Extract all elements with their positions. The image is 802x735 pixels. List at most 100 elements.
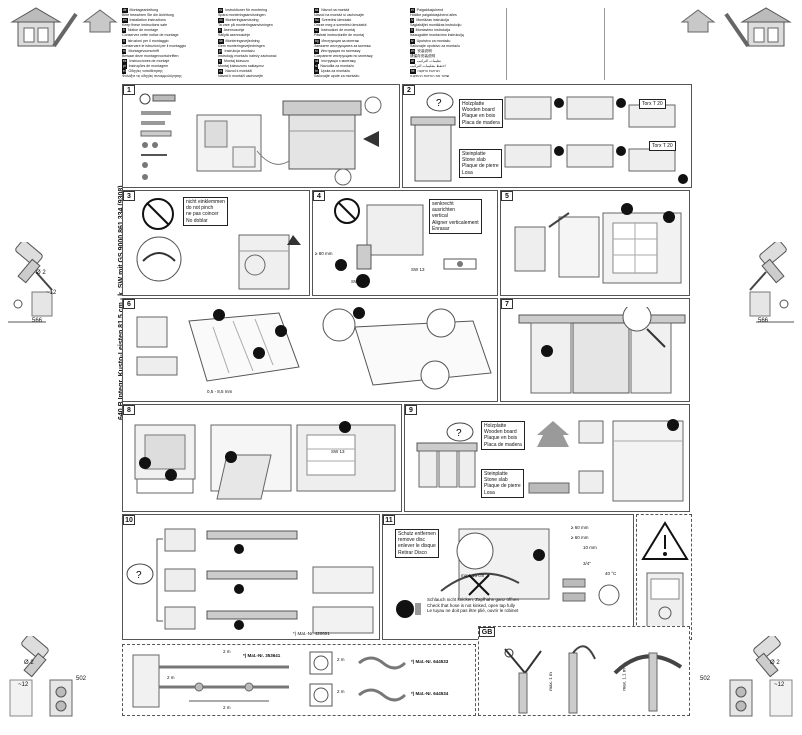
lang-row: Conservez cette notice de montage bbox=[122, 33, 179, 38]
step-5-panel: 5 bbox=[500, 190, 690, 296]
lang-row: Išsaugokite montavimo instrukciją bbox=[410, 33, 464, 38]
step-number: 1 bbox=[123, 85, 135, 95]
lang-row: Ta vare på monteringsanvisningen bbox=[218, 23, 273, 28]
drain-hose-illustration bbox=[504, 645, 683, 714]
dim-bottom-right-depth: ~12 bbox=[774, 682, 785, 688]
step-1-panel: 1 bbox=[122, 84, 400, 188]
lang-row: Hoidke paigaldusjuhend alles bbox=[410, 13, 457, 18]
hose-fittings-icons bbox=[562, 578, 620, 606]
lang-row: احتفظ بتعليمات التركيب bbox=[410, 64, 446, 69]
hose-length-3: 2 m bbox=[167, 675, 175, 680]
stone-slab-callout: Steinplatte Stone slab Plaque de pierre … bbox=[459, 149, 502, 178]
lang-row: Säilytä asennusohje bbox=[218, 33, 251, 38]
hose-length-2: 2 m bbox=[223, 705, 231, 710]
torx-label-1: Torx T 20 bbox=[639, 99, 666, 110]
dim-left-566: 566 bbox=[32, 318, 43, 324]
step-number: 9 bbox=[405, 405, 417, 415]
lang-row: Őrizze meg a szerelési útmutatót bbox=[314, 23, 367, 28]
socket-icon-2 bbox=[309, 683, 333, 707]
door-panel-fitting-illustration bbox=[514, 203, 682, 284]
spec-1: ≥ 60 mm bbox=[571, 525, 589, 530]
question-bubble-icon: ? bbox=[426, 92, 454, 112]
material-number: *) Mat.-Nr. 420601 bbox=[293, 631, 330, 636]
door-opening-illustration bbox=[134, 421, 396, 500]
wood-board-callout: Holzplatte Wooden board Plaque en bois P… bbox=[481, 421, 525, 450]
lang-row: Bewaar deze montagevoorschriften bbox=[122, 53, 179, 58]
lang-row: Sačuvajte upute za montažu bbox=[314, 74, 360, 79]
drain-height-min: max. 1 m bbox=[547, 672, 553, 691]
step-number: 6 bbox=[123, 299, 135, 309]
hose-warning-icon bbox=[396, 600, 421, 618]
stone-slab-callout: Steinplatte Stone slab Plaque de pierre … bbox=[481, 469, 524, 498]
lang-row: Návod na montáž si uschovajte bbox=[314, 13, 364, 18]
lang-row: Păstrați instrucțiunile de montaj bbox=[314, 33, 364, 38]
top-left-cabinet-icon bbox=[10, 7, 78, 48]
hose-guide-illustration bbox=[136, 234, 301, 290]
power-cable-icons bbox=[358, 656, 407, 702]
max-length-label: max. 15 cm bbox=[461, 573, 485, 578]
step-number: 7 bbox=[501, 299, 513, 309]
water-connection-illustration bbox=[440, 528, 550, 600]
accessory-material-2: *) Mat.-Nr. 644533 bbox=[411, 659, 449, 664]
dishwasher-under-counter bbox=[410, 116, 456, 182]
dim-bottom-left-diameter: Ø 2 bbox=[24, 660, 34, 666]
wrench-size-label-2: SW 13 bbox=[411, 267, 425, 272]
spec-4: 3/4" bbox=[583, 561, 591, 566]
drill-icon-right bbox=[749, 242, 794, 323]
lang-row: Bitte bewahren Sie die Anleitung bbox=[122, 13, 174, 18]
step-number: 8 bbox=[123, 405, 135, 415]
socket-icon bbox=[309, 651, 333, 675]
lang-row: Instrukcję montażu należy zachować bbox=[218, 53, 277, 58]
lang-row: Сохраните инструкцию по монтажу bbox=[314, 53, 373, 58]
lang-row: Saglabājiet montāžas instrukciju bbox=[410, 23, 462, 28]
template-mounting-illustration bbox=[136, 309, 300, 382]
dim-bottom-left-502: 502 bbox=[76, 676, 87, 682]
drain-height-max: max. 1.1 m bbox=[621, 668, 627, 691]
fixing-variants-illustration bbox=[528, 419, 684, 502]
cable-length-2: 2 m bbox=[337, 689, 345, 694]
adjust-level-illustration bbox=[334, 198, 424, 288]
wrench-size-label: SW 13 bbox=[351, 279, 365, 284]
house-arrow-icon-right bbox=[680, 9, 716, 33]
lang-row: Spara monteringsanvisningen bbox=[218, 13, 266, 18]
svg-text:?: ? bbox=[436, 98, 442, 109]
safety-warning-panel bbox=[636, 514, 692, 640]
lang-row: 请保存安装说明 bbox=[410, 53, 436, 58]
base-cabinet-illustration bbox=[416, 442, 478, 488]
step-9-panel: 9 ? Holzplatte Wooden board Plaque en bo… bbox=[404, 404, 690, 512]
house-arrow-icon bbox=[82, 9, 118, 33]
torx-label-2: Torx T 20 bbox=[649, 141, 676, 152]
cable-length-1: 2 m bbox=[337, 657, 345, 662]
lang-row: Návod k montáži uschovejte bbox=[218, 74, 263, 79]
svg-text:?: ? bbox=[456, 428, 462, 439]
step-7-panel: 7 bbox=[500, 298, 690, 402]
step-6-panel: 6 0,5 - 8,5 mm bbox=[122, 298, 498, 402]
wood-board-callout: Holzplatte Wooden board Plaque en bois P… bbox=[459, 99, 503, 128]
aquastop-illustration bbox=[646, 572, 684, 630]
drill-icon-left bbox=[8, 242, 53, 323]
accessory-material-1: *) Mat.-Nr. 353641 bbox=[243, 653, 281, 658]
dim-bottom-left-depth: ~12 bbox=[18, 682, 29, 688]
